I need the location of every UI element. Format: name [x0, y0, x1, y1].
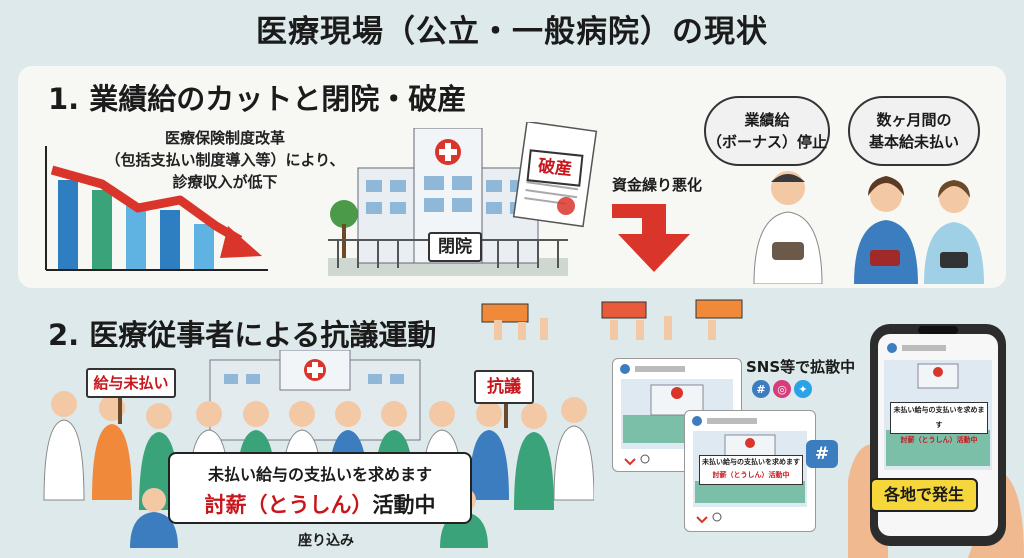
worried-staff-illustration — [753, 171, 984, 284]
widespread-badge: 各地で発生 — [870, 478, 978, 512]
thought-bubble-unpaid: 数ヶ月間の基本給未払い — [848, 96, 980, 166]
banner-black-text: 活動中 — [372, 493, 436, 517]
bubble2-line1: 数ヶ月間の — [876, 111, 952, 129]
hashtag-icon: # — [752, 380, 770, 398]
bubble1-line2: （ボーナス）停止 — [706, 133, 827, 151]
funding-worse-label: 資金繰り悪化 — [612, 176, 703, 194]
hashtag-bubble-icon: # — [806, 440, 838, 468]
declining-revenue-chart — [45, 146, 268, 271]
banner-line2: 討薪（とうしん）活動中 — [170, 489, 470, 519]
bankruptcy-stamp: 破産 — [526, 149, 584, 187]
instagram-icon: ◎ — [773, 380, 791, 398]
sns-post-card: 未払い給与の支払いを求めます 討薪（とうしん）活動中 — [684, 410, 816, 532]
phone-banner-line2: 討薪（とうしん）活動中 — [900, 436, 978, 444]
protest-banner: 未払い給与の支払いを求めます 討薪（とうしん）活動中 — [168, 452, 472, 524]
chart-bar — [160, 210, 180, 270]
decline-arrow-head — [220, 226, 262, 258]
chart-bar — [194, 224, 214, 270]
bubble2-line2: 基本給未払い — [868, 133, 959, 151]
chart-note-line2: （包括支払い制度導入等）により、 — [105, 151, 345, 169]
phone-banner-line1: 未払い給与の支払いを求めます — [893, 406, 985, 429]
raised-fists-icon — [481, 303, 548, 340]
phone-post-banner: 未払い給与の支払いを求めます 討薪（とうしん）活動中 — [890, 402, 988, 444]
post-banner-line2: 討薪（とうしん）活動中 — [712, 471, 790, 479]
bar-group — [58, 180, 214, 270]
thought-bubble-bonus: 業績給 （ボーナス）停止 — [704, 96, 830, 166]
raised-fists-icon — [601, 299, 743, 340]
page-title: 医療現場（公立・一般病院）の現状 — [256, 14, 768, 50]
closed-sign: 閉院 — [428, 232, 482, 262]
chart-note-line3: 診療収入が低下 — [172, 173, 278, 191]
banner-line1: 未払い給与の支払いを求めます — [207, 465, 432, 484]
chart-note: 医療保険制度改革 （包括支払い制度導入等）により、 診療収入が低下 — [100, 127, 350, 193]
hand-holding-phone-icon — [848, 324, 1024, 558]
protest-sign: 抗議 — [474, 370, 534, 404]
banner-red-text: 討薪（とうしん） — [204, 493, 373, 517]
chart-bar — [126, 206, 146, 270]
post-banner-line1: 未払い給与の支払いを求めます — [702, 458, 800, 466]
sit-in-label: 座り込み — [298, 533, 354, 549]
chart-bar — [58, 180, 78, 270]
twitter-icon: ✦ — [794, 380, 812, 398]
post-banner: 未払い給与の支払いを求めます 討薪（とうしん）活動中 — [699, 455, 803, 485]
decline-arrow-line — [50, 165, 243, 244]
down-arrow-icon — [612, 204, 690, 272]
section2-heading: 2. 医療従事者による抗議運動 — [48, 318, 437, 352]
chart-bar — [92, 190, 112, 270]
chart-note-line1: 医療保険制度改革 — [164, 129, 285, 147]
sns-spread-label: SNS等で拡散中 — [746, 358, 856, 376]
unpaid-wages-sign: 給与未払い — [86, 368, 176, 398]
section1-heading: 1. 業績給のカットと閉院・破産 — [48, 82, 467, 116]
bubble1-line1: 業績給 — [744, 111, 790, 129]
sns-icons: # ◎ ✦ — [752, 380, 815, 398]
